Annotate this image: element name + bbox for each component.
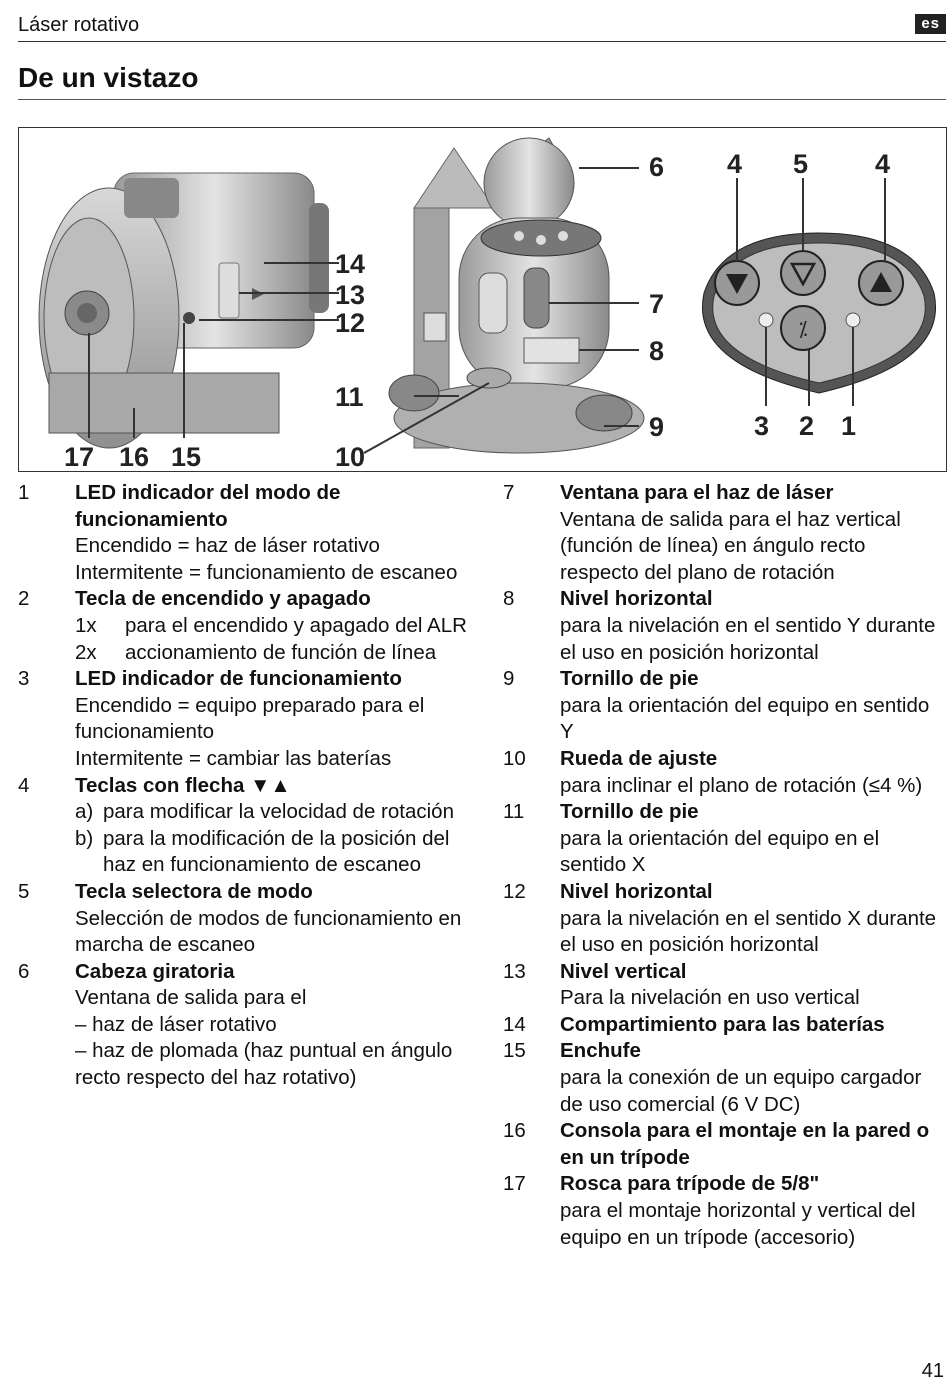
legend-item-10: 10 Rueda de ajuste para inclinar el plan… bbox=[503, 746, 923, 797]
callout-5: 5 bbox=[793, 149, 808, 179]
power-button bbox=[780, 305, 826, 351]
callout-12: 12 bbox=[335, 308, 365, 338]
callout-3: 3 bbox=[754, 411, 769, 441]
legend-item-15: 15 Enchufe para la conexión de un equipo… bbox=[503, 1039, 922, 1116]
legend-item-17: 17 Rosca para trípode de 5/8" para el mo… bbox=[503, 1172, 916, 1249]
page-number: 41 bbox=[921, 1360, 944, 1382]
legend-item-16: 16 Consola para el montaje en la pared o… bbox=[503, 1119, 930, 1169]
callout-6: 6 bbox=[649, 152, 664, 182]
legend-item-14: 14 Compartimiento para las baterías bbox=[503, 1012, 885, 1036]
arrow-keys-icon: ▼▲ bbox=[250, 773, 291, 797]
device-side-view bbox=[38, 172, 329, 449]
legend-item-4: 4 Teclas con flecha ▼▲ a)para modificar … bbox=[18, 773, 454, 877]
device-illustration: ⁒ 14 13 12 bbox=[38, 137, 936, 472]
legend-left-column: 1 LED indicador del modo de funcionamien… bbox=[18, 480, 478, 1092]
legend-item-13: 13 Nivel vertical Para la nivelación en … bbox=[503, 959, 860, 1010]
callout-1: 1 bbox=[841, 411, 856, 441]
callout-2: 2 bbox=[799, 411, 814, 441]
legend-item-3: 3 LED indicador de funcionamiento Encend… bbox=[18, 667, 425, 770]
callout-4a: 4 bbox=[727, 149, 742, 179]
status-led-icon bbox=[758, 312, 774, 328]
callout-9: 9 bbox=[649, 412, 664, 442]
callout-4b: 4 bbox=[875, 149, 890, 179]
callout-13: 13 bbox=[335, 280, 365, 310]
mode-led-icon bbox=[845, 312, 861, 328]
callout-7: 7 bbox=[649, 289, 664, 319]
legend-item-1: 1 LED indicador del modo de funcionamien… bbox=[18, 481, 458, 584]
callout-15: 15 bbox=[171, 442, 201, 472]
callout-16: 16 bbox=[119, 442, 149, 472]
legend-item-8: 8 Nivel horizontal para la nivelación en… bbox=[503, 587, 936, 664]
language-badge: es bbox=[915, 14, 946, 34]
device-front-view bbox=[388, 137, 645, 454]
mode-select-button bbox=[780, 250, 826, 296]
svg-text:⁒: ⁒ bbox=[799, 317, 808, 341]
callout-11: 11 bbox=[335, 382, 364, 412]
legend-item-9: 9 Tornillo de pie para la orientación de… bbox=[503, 667, 930, 744]
callout-14: 14 bbox=[335, 249, 365, 279]
page-header: Láser rotativo es bbox=[18, 12, 946, 42]
callout-8: 8 bbox=[649, 336, 664, 366]
callout-10: 10 bbox=[335, 442, 365, 472]
title-divider bbox=[18, 99, 946, 100]
section-title: Láser rotativo bbox=[18, 14, 140, 36]
page-title: De un vistazo bbox=[18, 62, 199, 93]
legend-item-12: 12 Nivel horizontal para la nivelación e… bbox=[503, 879, 937, 957]
legend-item-11: 11 Tornillo de pie para la orientación d… bbox=[503, 800, 880, 877]
callout-17: 17 bbox=[64, 442, 94, 472]
legend-item-7: 7 Ventana para el haz de láser Ventana d… bbox=[503, 481, 901, 584]
legend-item-5: 5 Tecla selectora de modo Selección de m… bbox=[18, 879, 462, 957]
control-panel: ⁒ bbox=[702, 232, 936, 394]
legend-item-6: 6 Cabeza giratoria Ventana de salida par… bbox=[18, 959, 453, 1090]
product-figure: ⁒ 14 13 12 bbox=[18, 127, 947, 472]
legend-right-column: 7 Ventana para el haz de láser Ventana d… bbox=[503, 480, 948, 1251]
